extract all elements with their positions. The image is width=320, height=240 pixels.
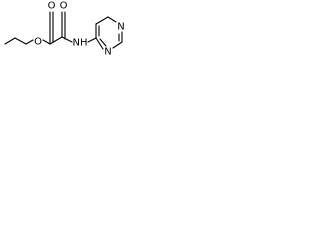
ester-o-bond-right [42, 39, 51, 45]
amide-bond-left [61, 36, 73, 43]
molecule-structure: O O O NH N N [4, 1, 125, 58]
ring-bond-3 [107, 16, 117, 23]
ester-o-bond-left [25, 39, 34, 45]
carbonyl-oxygen-2-label: O [60, 1, 68, 12]
ester-oxygen-label: O [34, 37, 42, 48]
carbonyl-oxygen-1-label: O [48, 1, 56, 12]
ring-nitrogen-2-label: N [104, 47, 111, 58]
amide-nh-label: NH [73, 38, 88, 49]
ring-bond-6-inner [99, 38, 107, 47]
ring-bond-2 [95, 16, 109, 25]
ring-nitrogen-1-label: N [117, 22, 124, 33]
amide-bond-right [87, 37, 97, 43]
ethyl-bond-1 [4, 37, 16, 45]
ring-bond-6 [95, 37, 104, 50]
ethyl-bond-2 [14, 37, 27, 45]
ring-bond-5 [112, 41, 123, 49]
oxalyl-cc-bond [49, 36, 63, 45]
